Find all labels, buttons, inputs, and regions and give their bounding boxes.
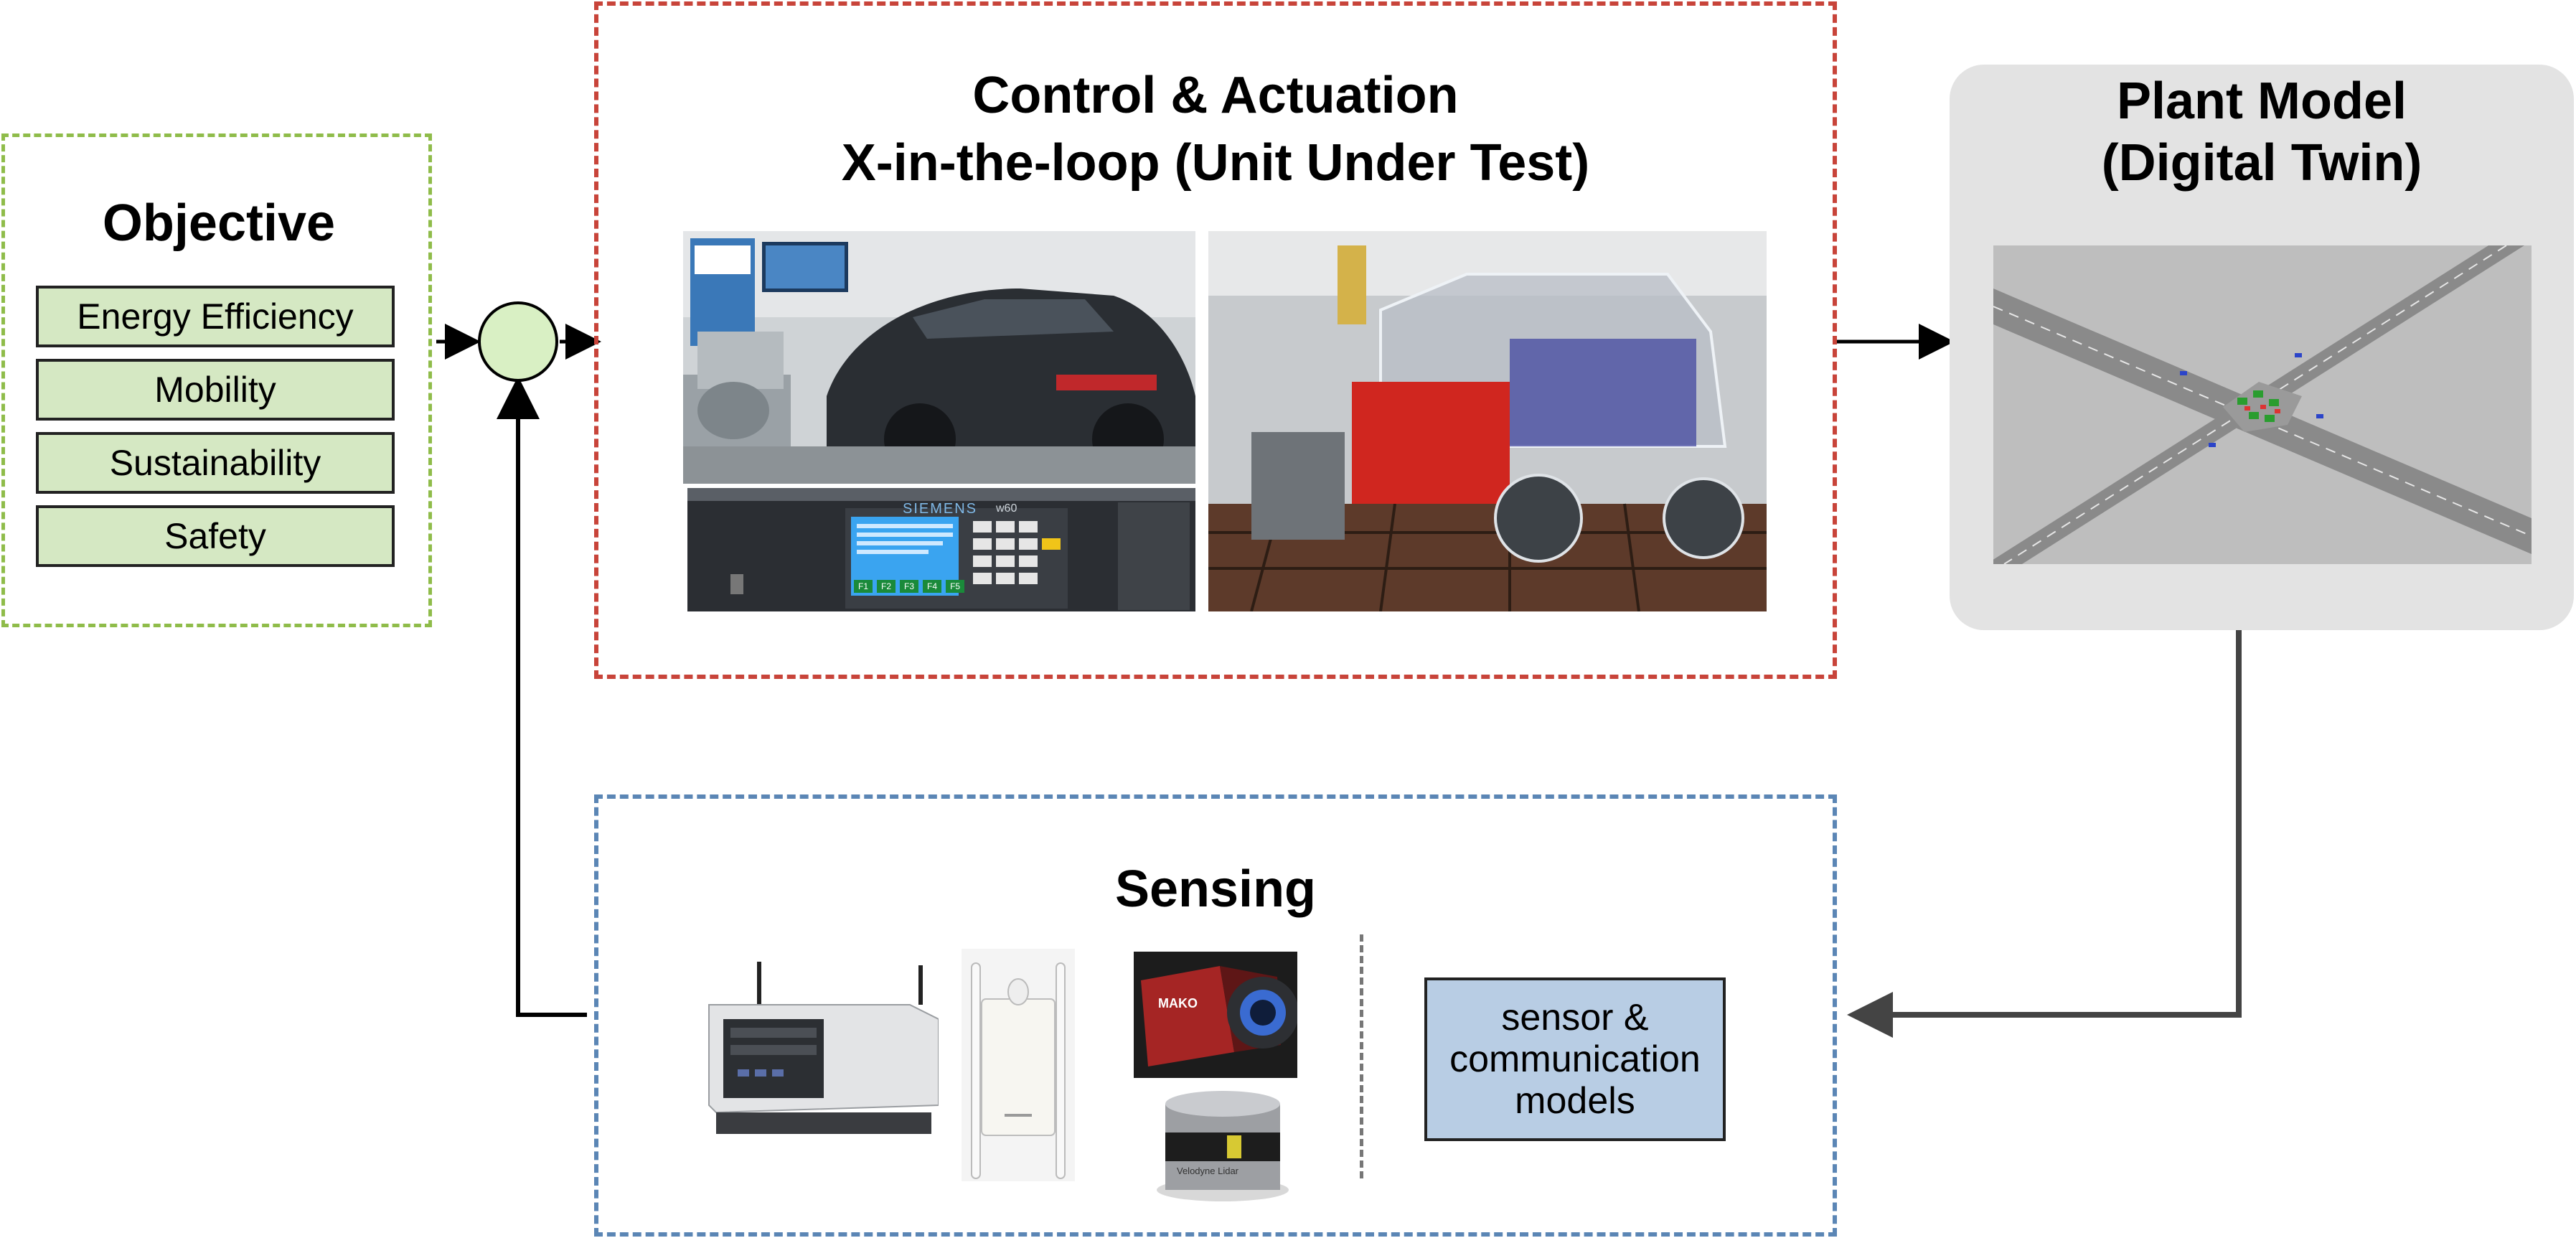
- plant-subtitle: (Digital Twin): [2101, 134, 2422, 192]
- lidar-photo: Velodyne Lidar: [1148, 1082, 1297, 1203]
- sensor-communication-models-box: sensor & communication models: [1424, 977, 1726, 1141]
- controller-key-f2: F2: [877, 580, 896, 593]
- controller-key-f4: F4: [923, 580, 942, 593]
- controller-model-label: w60: [996, 502, 1017, 515]
- truck-engine-photo: [1208, 231, 1767, 611]
- controller-key-f1: F1: [854, 580, 873, 593]
- plant-title: Plant Model: [2116, 72, 2407, 130]
- control-title: Control & Actuation: [972, 67, 1459, 124]
- intersection-simulation-image: [1993, 245, 2532, 564]
- sensing-box: [594, 794, 1837, 1237]
- controller-panel-photo: SIEMENS w60 F1 F2 F3 F4 F5: [687, 488, 1195, 611]
- control-subtitle: X-in-the-loop (Unit Under Test): [841, 134, 1590, 192]
- communication-unit-photo: [962, 949, 1075, 1181]
- suv-dyno-photo: [683, 231, 1195, 484]
- controller-key-f5: F5: [946, 580, 965, 593]
- arrow-sensing-feedback: [497, 376, 587, 1017]
- camera-brand-label: MAKO: [1158, 996, 1198, 1010]
- objective-item-sustainability: Sustainability: [36, 432, 395, 494]
- summing-junction: [478, 301, 558, 382]
- objective-item-mobility: Mobility: [36, 359, 395, 421]
- control-actuation-box: [594, 1, 1837, 679]
- sensing-title: Sensing: [1114, 860, 1317, 918]
- objective-title: Objective: [102, 194, 336, 252]
- sensor-model-line-2: communication: [1449, 1038, 1701, 1080]
- controller-key-f3: F3: [900, 580, 919, 593]
- lidar-brand-label: Velodyne Lidar: [1177, 1166, 1239, 1176]
- controller-brand-label: SIEMENS: [903, 501, 978, 517]
- arrow-plant-to-sensing: [1847, 630, 2242, 1038]
- sensor-model-line-3: models: [1515, 1080, 1635, 1122]
- sensor-model-line-1: sensor &: [1501, 997, 1649, 1038]
- controller-function-keys: F1 F2 F3 F4 F5: [854, 580, 965, 593]
- objective-item-safety: Safety: [36, 505, 395, 567]
- sensing-separator: [1360, 934, 1363, 1178]
- camera-photo: MAKO: [1134, 952, 1297, 1078]
- objective-box: [1, 133, 432, 627]
- edge-computer-photo: [695, 962, 939, 1141]
- objective-item-energy-efficiency: Energy Efficiency: [36, 286, 395, 347]
